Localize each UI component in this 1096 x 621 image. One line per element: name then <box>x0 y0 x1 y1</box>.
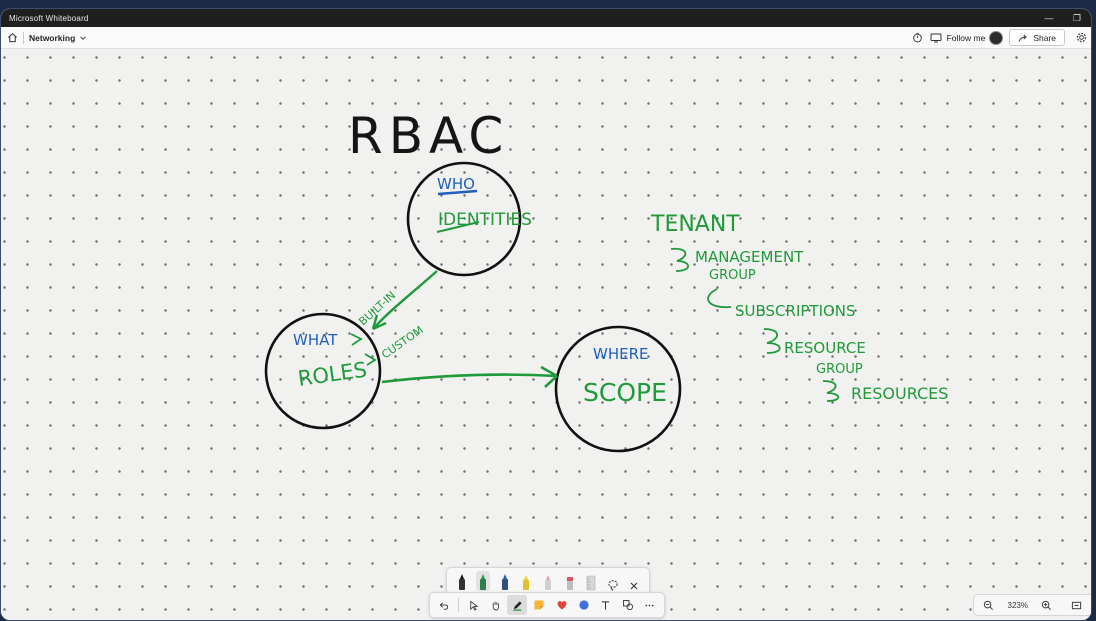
lasso-icon[interactable] <box>606 571 620 591</box>
pen-icon[interactable] <box>507 595 527 615</box>
minimize-button[interactable]: — <box>1035 9 1063 27</box>
black-pen[interactable] <box>455 571 469 591</box>
built-in-text: BUILT-IN <box>356 289 398 329</box>
rbac-title: RBAC <box>348 107 509 165</box>
follow-me-label: Follow me <box>947 33 986 43</box>
chevron-down-icon <box>79 34 87 42</box>
hierarchy-arrow-1 <box>671 249 688 271</box>
board-name: Networking <box>29 33 75 43</box>
hierarchy-arrow-4 <box>823 381 838 401</box>
scope-text: SCOPE <box>583 378 667 407</box>
restore-button[interactable]: ❐ <box>1063 9 1091 27</box>
resources-text: RESOURCES <box>851 384 948 403</box>
custom-text: CUSTOM <box>379 324 425 362</box>
share-button[interactable]: Share <box>1009 29 1065 46</box>
share-icon <box>1018 33 1028 43</box>
heart-icon[interactable] <box>552 595 572 615</box>
insert-shapes-icon[interactable] <box>618 595 638 615</box>
zoom-in-icon[interactable] <box>1036 595 1057 615</box>
shape-icon[interactable] <box>574 595 594 615</box>
sticky-note-icon[interactable] <box>529 595 549 615</box>
text-icon[interactable] <box>596 595 616 615</box>
hand-icon[interactable] <box>485 595 505 615</box>
board-name-dropdown[interactable]: Networking <box>29 33 87 43</box>
blue-pen[interactable] <box>498 571 512 591</box>
arrow-roles-scope <box>382 375 557 382</box>
undo-icon[interactable] <box>434 595 454 615</box>
hierarchy-arrow-2 <box>708 289 731 307</box>
group-text-2: GROUP <box>816 362 863 377</box>
pink-highlighter[interactable] <box>541 571 555 591</box>
close-icon[interactable] <box>627 571 641 591</box>
pen-tray <box>446 567 650 595</box>
zoom-controls: 323% <box>973 594 1091 616</box>
follow-icon <box>930 33 942 43</box>
green-pen[interactable] <box>476 571 490 591</box>
whiteboard-canvas[interactable]: RBAC WHO IDENTITIES WHAT ROLES WHERE SCO… <box>1 49 1091 621</box>
select-pointer-icon[interactable] <box>463 595 483 615</box>
arrow-roles-scope-head <box>541 367 557 387</box>
identities-text: IDENTITIES <box>438 210 532 230</box>
avatar[interactable] <box>989 31 1003 45</box>
follow-me-button[interactable]: Follow me <box>930 33 986 43</box>
hierarchy-arrow-3 <box>764 329 780 353</box>
ink-layer: RBAC WHO IDENTITIES WHAT ROLES WHERE SCO… <box>1 49 1092 621</box>
home-icon[interactable] <box>1 27 23 49</box>
built-in-arrow <box>351 334 361 345</box>
main-toolbar <box>429 592 665 618</box>
zoom-out-icon[interactable] <box>978 595 999 615</box>
resource-text: RESOURCE <box>784 339 866 357</box>
group-text-1: GROUP <box>709 268 756 283</box>
app-bar: Networking Follow me Share <box>1 27 1091 49</box>
ruler[interactable] <box>584 571 598 591</box>
roles-text: ROLES <box>296 358 368 391</box>
toolbar-divider <box>458 598 459 612</box>
more-icon[interactable] <box>640 595 660 615</box>
custom-arrow <box>365 354 375 365</box>
whiteboard-window: Microsoft Whiteboard — ❐ Networking Foll… <box>0 8 1092 621</box>
zoom-level[interactable]: 323% <box>1008 601 1028 610</box>
title-bar: Microsoft Whiteboard — ❐ <box>1 9 1091 27</box>
yellow-highlighter[interactable] <box>519 571 533 591</box>
window-title: Microsoft Whiteboard <box>9 14 1035 23</box>
gear-icon[interactable] <box>1071 28 1091 48</box>
appbar-divider <box>23 32 24 44</box>
share-label: Share <box>1033 33 1056 43</box>
timer-icon[interactable] <box>908 28 928 48</box>
fit-screen-icon[interactable] <box>1066 595 1087 615</box>
what-label: WHAT <box>293 331 338 349</box>
subscriptions-text: SUBSCRIPTIONS <box>735 302 856 320</box>
tenant-text: TENANT <box>650 212 740 237</box>
management-text: MANAGEMENT <box>695 248 804 266</box>
eraser[interactable] <box>563 571 577 591</box>
where-label: WHERE <box>593 345 649 363</box>
